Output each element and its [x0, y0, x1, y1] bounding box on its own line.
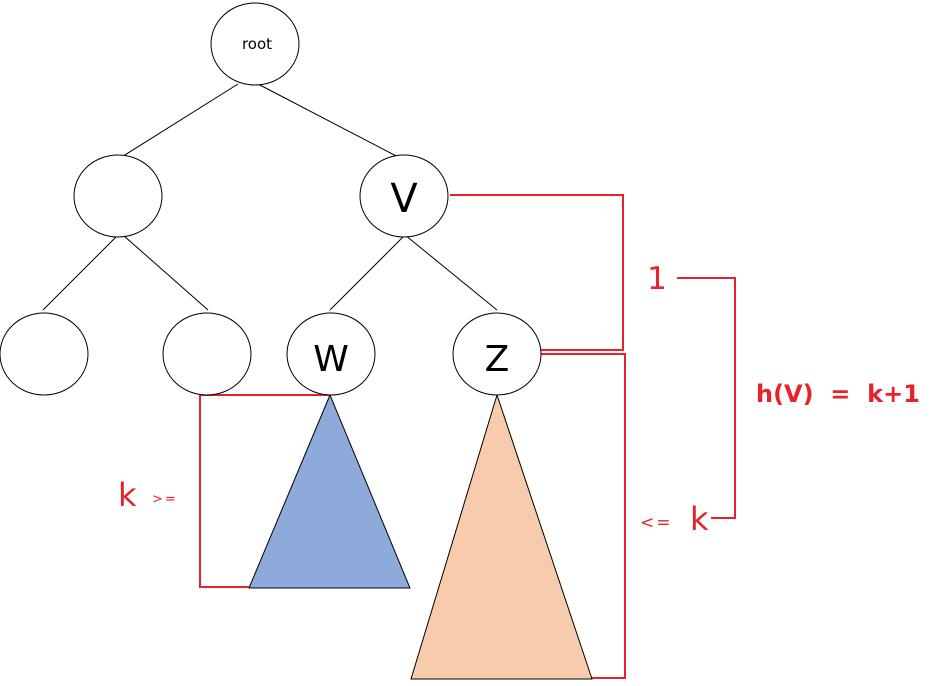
z-subtree-triangle: [410, 393, 593, 680]
label-le-k: k: [690, 500, 709, 538]
node-root-label: root: [242, 35, 272, 53]
node-v: [359, 154, 449, 238]
height-formula: h(V) = k+1: [756, 380, 920, 408]
w-subtree-triangle: [248, 393, 411, 589]
label-k: k: [118, 476, 137, 514]
node-z-label: Z: [485, 339, 510, 380]
edge-v-w: [329, 234, 406, 311]
node-root: [210, 2, 300, 86]
bracket-total-height: [677, 277, 736, 519]
label-le-operator: <=: [640, 513, 673, 533]
label-ge-operator: >=: [152, 492, 178, 507]
bracket-w-subtree: [199, 394, 330, 588]
bracket-v-to-z: [450, 194, 624, 351]
node-left: [73, 154, 163, 238]
bracket-z-subtree: [540, 353, 626, 679]
node-left-right: [162, 312, 252, 396]
edge-root-v: [257, 83, 401, 159]
tree-edges: [42, 83, 498, 311]
label-one: 1: [647, 261, 667, 297]
node-v-label: V: [390, 176, 418, 222]
node-w-label: W: [313, 339, 349, 380]
edge-left-leftleft: [42, 234, 119, 311]
node-w: [286, 312, 376, 396]
tree-nodes: [0, 2, 542, 396]
edge-v-z: [404, 234, 498, 311]
node-z: [452, 312, 542, 396]
height-brackets: [199, 194, 736, 679]
edge-root-left: [119, 83, 239, 159]
node-left-left: [0, 312, 89, 396]
edge-left-leftright: [122, 234, 209, 311]
